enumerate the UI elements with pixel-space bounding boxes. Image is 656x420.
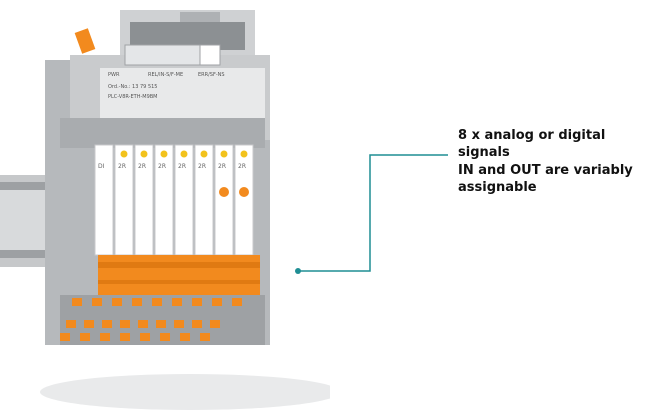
orange-dials (219, 187, 249, 197)
relay-module-product-image: PWR REL/IN-S/F-ME ERR/SF-NS Ord.-No.: 13… (0, 10, 330, 410)
channel-labels: DI 2R 2R 2R 2R 2R 2R 2R (98, 163, 246, 170)
module-printed-labels: PWR REL/IN-S/F-ME ERR/SF-NS Ord.-No.: 13… (108, 72, 225, 100)
svg-text:2R: 2R (158, 163, 166, 170)
svg-text:2R: 2R (238, 163, 246, 170)
label-pwr: PWR (108, 72, 120, 78)
svg-text:2R: 2R (138, 163, 146, 170)
label-rel: REL/IN-S/F-ME (148, 72, 183, 78)
orange-terminal-bar (98, 255, 260, 295)
floor-shadow (40, 374, 330, 410)
callout-assignable-text: IN and OUT are variably assignable (458, 163, 633, 195)
status-leds (120, 150, 248, 158)
svg-text:DI: DI (98, 163, 105, 170)
order-number: Ord.-No.: 13 79 515 (108, 84, 158, 90)
terminal-rows (60, 295, 265, 345)
label-err: ERR/SF-NS (198, 72, 225, 78)
callout-signals-text: 8 x analog or digital signals (458, 128, 606, 160)
relay-slots (94, 144, 254, 256)
svg-text:2R: 2R (218, 163, 226, 170)
svg-text:2R: 2R (198, 163, 206, 170)
model-name: PLC-V8R-ETH-M9BM (108, 94, 158, 100)
svg-text:2R: 2R (178, 163, 186, 170)
svg-text:2R: 2R (118, 163, 126, 170)
